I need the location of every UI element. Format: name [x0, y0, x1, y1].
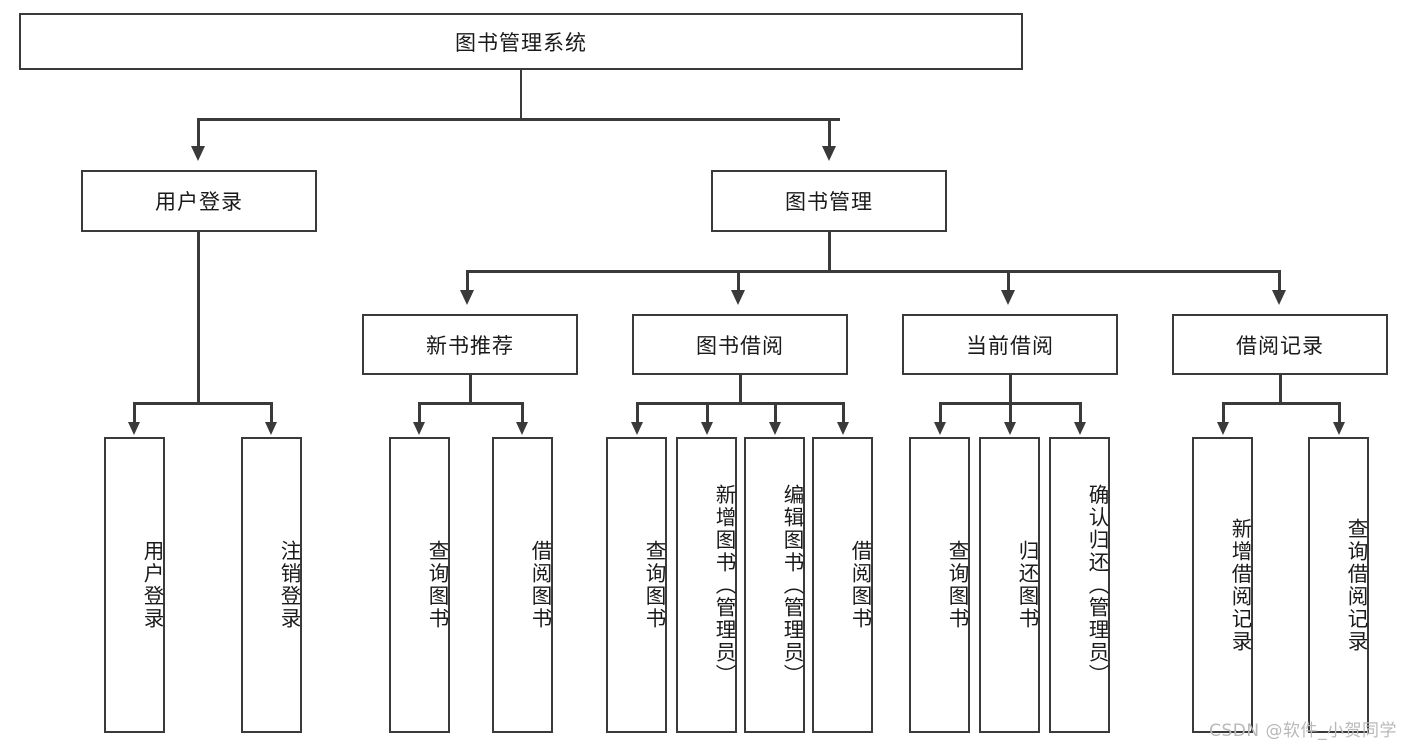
watermark-text: CSDN @软件_小贺同学 — [1209, 721, 1397, 741]
edge-current-borrow-to-leaf-0 — [939, 402, 942, 424]
edge-root-to-user-login — [197, 118, 200, 148]
arrowhead-bm-to-book-borrow — [731, 290, 745, 305]
arrowhead-book-borrow-to-leaf-0 — [631, 422, 643, 435]
leaf-borrow-record-0[interactable]: 新增借阅记录 — [1192, 437, 1253, 733]
leaf-current-borrow-2[interactable]: 确认归还（管理员） — [1049, 437, 1110, 733]
node-book-management[interactable]: 图书管理 — [711, 170, 947, 232]
leaf-current-borrow-1[interactable]: 归还图书 — [979, 437, 1040, 733]
edge-user-login-to-leaf-0 — [133, 402, 136, 424]
edge-bm-to-new-book — [466, 270, 469, 292]
leaf-current-borrow-0[interactable]: 查询图书 — [909, 437, 970, 733]
edge-bm-to-current-borrow — [1007, 270, 1010, 292]
edge-book-borrow-to-leaf-3 — [842, 402, 845, 424]
arrowhead-bm-to-borrow-record — [1272, 290, 1286, 305]
leaf-book-borrow-3[interactable]: 借阅图书 — [812, 437, 873, 733]
node-label: 借阅记录 — [1236, 333, 1324, 358]
leaf-book-borrow-2[interactable]: 编辑图书（管理员） — [744, 437, 805, 733]
node-user-login[interactable]: 用户登录 — [81, 170, 317, 232]
arrowhead-book-borrow-to-leaf-2 — [769, 422, 781, 435]
edge-book-management-bus — [466, 270, 1280, 273]
arrowhead-user-login-to-leaf-0 — [128, 422, 140, 435]
arrowhead-book-borrow-to-leaf-3 — [837, 422, 849, 435]
node-new-book-recommend[interactable]: 新书推荐 — [362, 314, 578, 375]
arrowhead-current-borrow-to-leaf-1 — [1004, 422, 1016, 435]
arrowhead-root-to-user-login — [191, 146, 205, 161]
node-label: 新书推荐 — [426, 333, 514, 358]
edge-new-book-to-leaf-0 — [418, 402, 421, 424]
arrowhead-new-book-to-leaf-1 — [516, 422, 528, 435]
node-label: 借阅图书 — [528, 540, 552, 630]
node-borrow-record[interactable]: 借阅记录 — [1172, 314, 1388, 375]
leaf-user-login-0[interactable]: 用户登录 — [104, 437, 165, 733]
leaf-new-book-recommend-0[interactable]: 查询图书 — [389, 437, 450, 733]
node-current-borrow[interactable]: 当前借阅 — [902, 314, 1118, 375]
arrowhead-borrow-record-to-leaf-0 — [1217, 422, 1229, 435]
edge-new-book-stem — [469, 375, 472, 404]
edge-borrow-record-to-leaf-0 — [1222, 402, 1225, 424]
arrowhead-root-to-book-management — [822, 146, 836, 161]
leaf-borrow-record-1[interactable]: 查询借阅记录 — [1308, 437, 1369, 733]
edge-borrow-record-to-leaf-1 — [1338, 402, 1341, 424]
node-label: 查询借阅记录 — [1344, 517, 1368, 653]
edge-new-book-to-leaf-1 — [521, 402, 524, 424]
arrowhead-new-book-to-leaf-0 — [413, 422, 425, 435]
arrowhead-current-borrow-to-leaf-0 — [934, 422, 946, 435]
leaf-book-borrow-0[interactable]: 查询图书 — [606, 437, 667, 733]
node-label: 归还图书 — [1015, 540, 1039, 630]
node-root-book-management-system[interactable]: 图书管理系统 — [19, 13, 1023, 70]
node-label: 编辑图书（管理员） — [780, 483, 804, 687]
leaf-user-login-1[interactable]: 注销登录 — [241, 437, 302, 733]
node-label: 注销登录 — [277, 540, 301, 630]
edge-bm-to-book-borrow — [737, 270, 740, 292]
node-label: 新增借阅记录 — [1228, 517, 1252, 653]
edge-book-borrow-stem — [739, 375, 742, 404]
node-label: 新增图书（管理员） — [712, 483, 736, 687]
node-label: 借阅图书 — [848, 540, 872, 630]
node-label: 图书管理 — [785, 190, 873, 214]
node-label: 图书管理系统 — [455, 30, 587, 55]
edge-user-login-to-leaf-1 — [270, 402, 273, 424]
edge-user-login-bus — [133, 402, 272, 405]
arrowhead-current-borrow-to-leaf-2 — [1074, 422, 1086, 435]
edge-book-borrow-bus — [636, 402, 844, 405]
edge-root-stem — [519, 70, 522, 120]
arrowhead-user-login-to-leaf-1 — [265, 422, 277, 435]
arrowhead-bm-to-new-book — [460, 290, 474, 305]
node-label: 查询图书 — [945, 540, 969, 630]
edge-book-management-stem — [828, 232, 831, 272]
arrowhead-borrow-record-to-leaf-1 — [1333, 422, 1345, 435]
node-label: 当前借阅 — [966, 333, 1054, 358]
edge-current-borrow-to-leaf-2 — [1079, 402, 1082, 424]
edge-current-borrow-to-leaf-1 — [1009, 402, 1012, 424]
edge-new-book-bus — [418, 402, 523, 405]
node-label: 查询图书 — [642, 540, 666, 630]
node-label: 用户登录 — [140, 540, 164, 630]
edge-root-to-book-management — [828, 118, 831, 148]
edge-borrow-record-stem — [1279, 375, 1282, 404]
leaf-new-book-recommend-1[interactable]: 借阅图书 — [492, 437, 553, 733]
leaf-book-borrow-1[interactable]: 新增图书（管理员） — [676, 437, 737, 733]
edge-book-borrow-to-leaf-2 — [774, 402, 777, 424]
edge-current-borrow-stem — [1009, 375, 1012, 404]
edge-borrow-record-bus — [1222, 402, 1340, 405]
edge-root-bus — [198, 118, 840, 121]
edge-book-borrow-to-leaf-0 — [636, 402, 639, 424]
arrowhead-book-borrow-to-leaf-1 — [701, 422, 713, 435]
node-label: 用户登录 — [155, 190, 243, 214]
node-label: 查询图书 — [425, 540, 449, 630]
node-label: 确认归还（管理员） — [1085, 483, 1109, 687]
edge-user-login-stem — [197, 232, 200, 404]
edge-bm-to-borrow-record — [1278, 270, 1281, 292]
edge-book-borrow-to-leaf-1 — [706, 402, 709, 424]
arrowhead-bm-to-current-borrow — [1001, 290, 1015, 305]
node-book-borrow[interactable]: 图书借阅 — [632, 314, 848, 375]
node-label: 图书借阅 — [696, 333, 784, 358]
